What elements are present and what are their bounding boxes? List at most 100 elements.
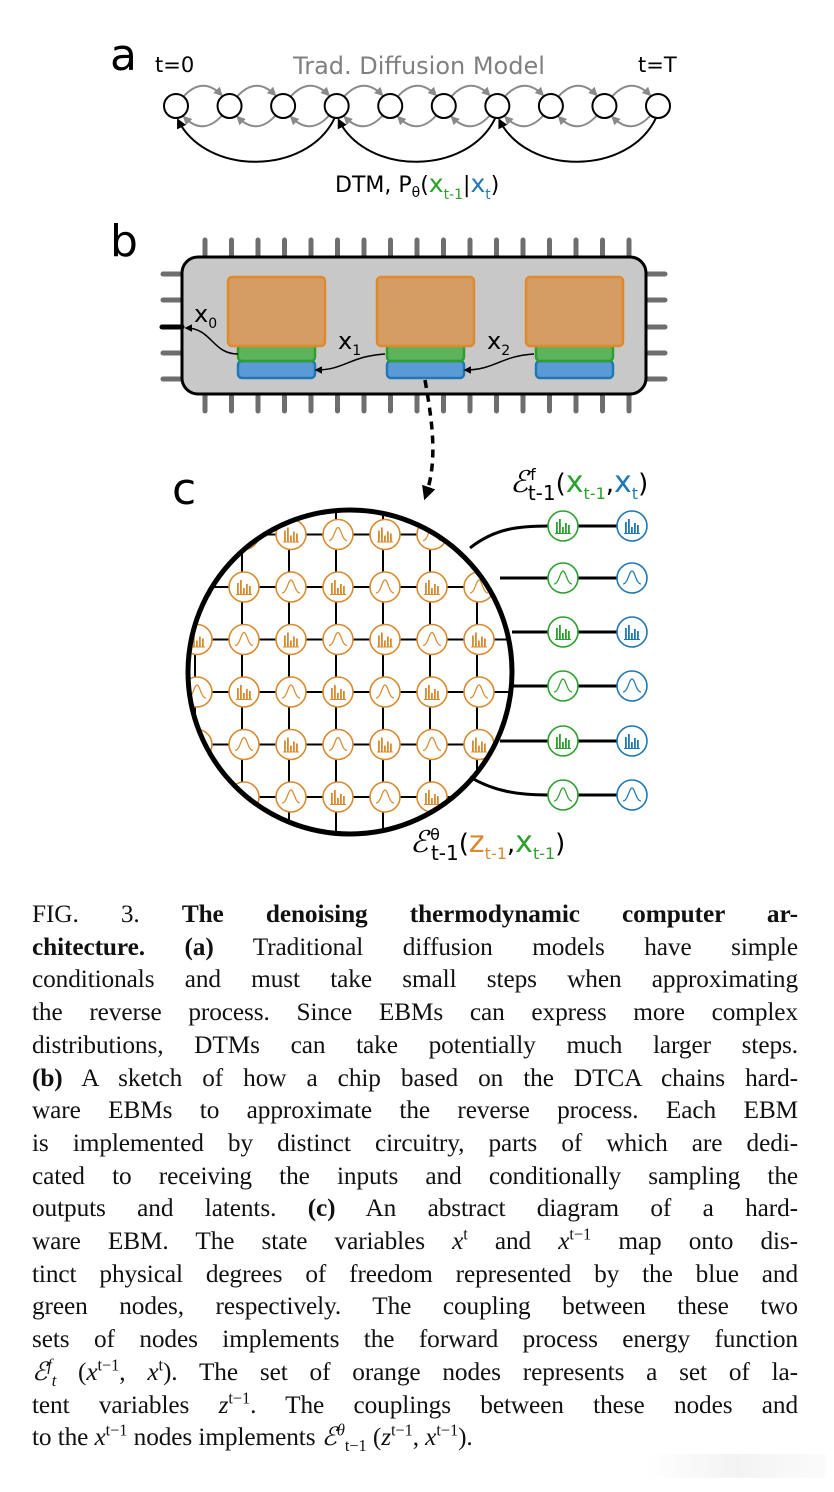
histogram-bar: [387, 531, 389, 542]
gaussian-curve: [235, 843, 253, 856]
histogram-bar: [390, 638, 392, 647]
node-circle: [135, 677, 165, 707]
caption-math-script: t−1: [97, 1355, 120, 1375]
node-circle: [510, 518, 512, 551]
node-circle: [229, 467, 259, 497]
node-circle: [369, 518, 401, 551]
histogram-bar: [519, 688, 521, 699]
histogram-bar: [199, 741, 201, 752]
histogram-bar: [475, 737, 477, 752]
histogram-bar: [146, 580, 148, 594]
histogram-bar: [478, 745, 480, 752]
node-circle: [463, 623, 495, 656]
node-circle: [275, 728, 307, 761]
histogram-bar: [284, 846, 286, 857]
node-circle: [547, 779, 579, 811]
x2-label: x2: [487, 327, 510, 359]
histogram-bar: [149, 588, 151, 594]
caption-line: green nodes, respectively. The coupling …: [32, 1290, 798, 1323]
forward-step-arrow: [183, 84, 223, 97]
gaussian-curve: [469, 579, 489, 594]
histogram-bar: [559, 625, 561, 639]
node-circle: [616, 616, 648, 648]
latent-node: [416, 676, 448, 708]
histogram-bar: [525, 588, 527, 594]
histogram-bar: [337, 798, 339, 804]
node-circle: [135, 782, 165, 812]
histogram-bar: [565, 629, 567, 639]
node-circle: [188, 518, 213, 551]
histogram-bar: [634, 629, 636, 639]
histogram-bar: [525, 693, 527, 699]
histogram-bar: [637, 631, 639, 639]
forward-step-arrow: [611, 84, 652, 97]
latent-node: [370, 467, 400, 497]
gaussian-curve: [234, 736, 254, 752]
histogram-bar: [193, 843, 195, 857]
histogram-bar: [437, 796, 439, 804]
forward-step-arrow: [397, 84, 438, 97]
caption-line: distributions, DTMs can take potentially…: [32, 1029, 798, 1062]
histogram-bar: [568, 631, 570, 639]
histogram-bar: [390, 533, 392, 542]
reverse-step-arrow: [182, 115, 223, 128]
histogram-bar: [562, 742, 564, 748]
latent-node: [510, 623, 512, 656]
latent-node-lattice: [135, 467, 533, 857]
histogram-bar: [146, 475, 148, 489]
histogram-bar: [437, 586, 439, 594]
latent-node: [228, 728, 260, 761]
watermark: [646, 1454, 826, 1478]
latent-node: [510, 676, 527, 708]
histogram-bar: [637, 740, 639, 748]
histogram-bar: [196, 535, 198, 542]
latent-node: [275, 781, 307, 813]
gaussian-curve: [281, 789, 301, 804]
gaussian-curve: [422, 631, 442, 647]
gaussian-curve: [553, 570, 573, 585]
caption-math-script: t−1: [390, 1420, 413, 1440]
histogram-bar: [475, 632, 477, 647]
histogram-bar: [196, 745, 198, 752]
histogram-bar: [240, 685, 242, 699]
histogram-bar: [559, 734, 561, 748]
reverse-step-arrow: [611, 115, 651, 128]
histogram-bar: [199, 636, 201, 647]
histogram-bar: [237, 793, 239, 804]
end-time-label: t=T: [638, 53, 677, 77]
node-circle: [275, 833, 307, 834]
histogram-bar: [431, 798, 433, 804]
node-circle: [188, 781, 213, 813]
histogram-bar: [525, 798, 527, 804]
histogram-bar: [293, 636, 295, 647]
histogram-bar: [296, 638, 298, 647]
visible-node-x-t: [616, 779, 648, 811]
caption-text: cated to receiving the inputs and condit…: [32, 1161, 798, 1190]
latent-node: [322, 676, 354, 708]
state-node: [163, 93, 189, 119]
caption-text: green nodes, respectively. The coupling …: [32, 1292, 798, 1321]
histogram-bar: [484, 638, 486, 647]
node-circle: [135, 520, 165, 550]
histogram-bar: [143, 583, 145, 594]
dtm-jump-arrow: [337, 117, 497, 163]
histogram-bar: [522, 790, 524, 804]
gaussian-curve: [234, 526, 254, 542]
histogram-bar: [531, 586, 533, 594]
latent-node: [135, 520, 165, 550]
histogram-bar: [387, 636, 389, 647]
figure-3-diagram: a t=0 t=T Trad. Diffusion Model DTM, Pθ(…: [110, 30, 677, 865]
histogram-bar: [478, 640, 480, 647]
visible-node-x-t-minus-1: [547, 670, 579, 702]
histogram-bar: [628, 519, 630, 533]
histogram-bar: [202, 533, 204, 542]
node-circle: [275, 623, 307, 656]
node-circle: [510, 676, 512, 708]
gaussian-curve: [328, 736, 348, 752]
caption-math-script: t−1: [344, 1436, 367, 1456]
histogram-bar: [249, 586, 251, 594]
histogram-bar: [284, 740, 286, 752]
caption-text: is implemented by distinct circuitry, pa…: [32, 1128, 798, 1157]
caption-line: ware EBMs to approximate the reverse pro…: [32, 1094, 798, 1127]
